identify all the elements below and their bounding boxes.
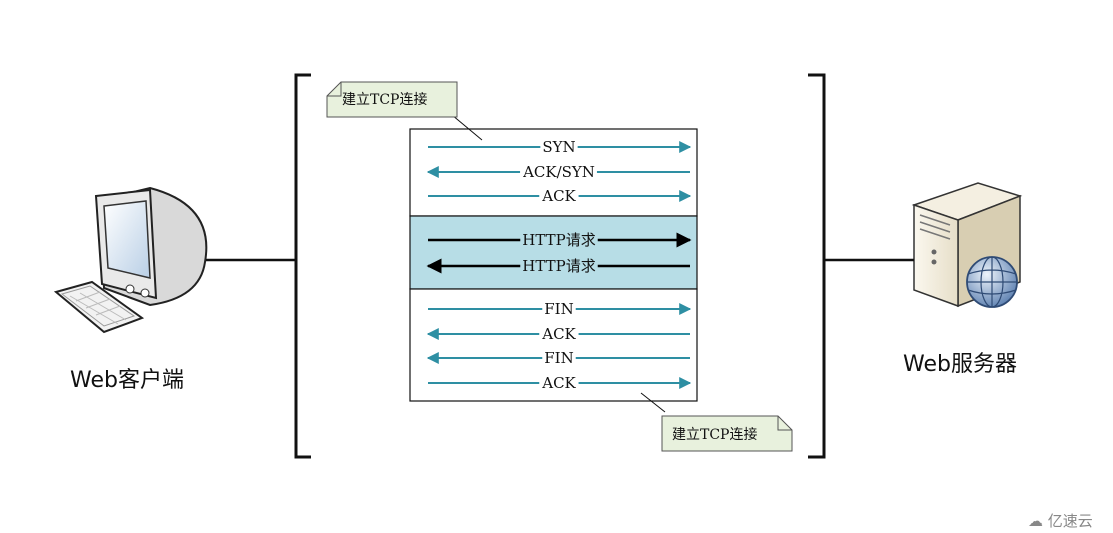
http-box [409, 215, 698, 290]
http-label-bg-2 [520, 257, 598, 275]
globe-icon [966, 256, 1018, 308]
cloud-logo-icon: ☁ [1028, 512, 1043, 530]
teardown-label-1: FIN [544, 300, 573, 318]
handshake-label-bg-1 [540, 138, 578, 156]
handshake-label-1: SYN [542, 138, 575, 156]
bottom-note [661, 415, 793, 452]
handshake-label-bg-2 [520, 163, 597, 181]
teardown-label-2: ACK [541, 325, 576, 343]
left-bracket [294, 73, 311, 459]
computer-icon [53, 186, 208, 334]
top-note [326, 81, 458, 118]
handshake-label-2: ACK/SYN [522, 163, 595, 181]
teardown-label-bg-1 [542, 300, 576, 318]
top-note-leader [451, 114, 483, 141]
bottom-note-text: 建立TCP连接 [672, 427, 758, 443]
bottom-note-leader [640, 392, 666, 413]
teardown-label-4: ACK [541, 374, 576, 392]
right-bracket [808, 73, 826, 459]
handshake-label-bg-3 [539, 187, 579, 205]
teardown-label-bg-2 [539, 325, 579, 343]
watermark-text: 亿速云 [1047, 512, 1093, 530]
top-note-text: 建立TCP连接 [342, 92, 428, 108]
message-arrows: SYN ACK/SYN ACK HTTP请求 HTTP请求 FIN ACK FIN ACK [426, 138, 692, 392]
teardown-label-3: FIN [544, 349, 573, 367]
http-label-1: HTTP请求 [522, 231, 595, 249]
teardown-label-bg-4 [539, 374, 579, 392]
http-label-2: HTTP请求 [522, 257, 595, 275]
handshake-label-3: ACK [541, 187, 576, 205]
watermark: ☁ 亿速云 [1028, 510, 1093, 531]
server-label: Web服务器 [903, 352, 1017, 377]
http-label-bg-1 [520, 231, 598, 249]
client-label: Web客户端 [70, 368, 184, 393]
teardown-label-bg-3 [542, 349, 576, 367]
